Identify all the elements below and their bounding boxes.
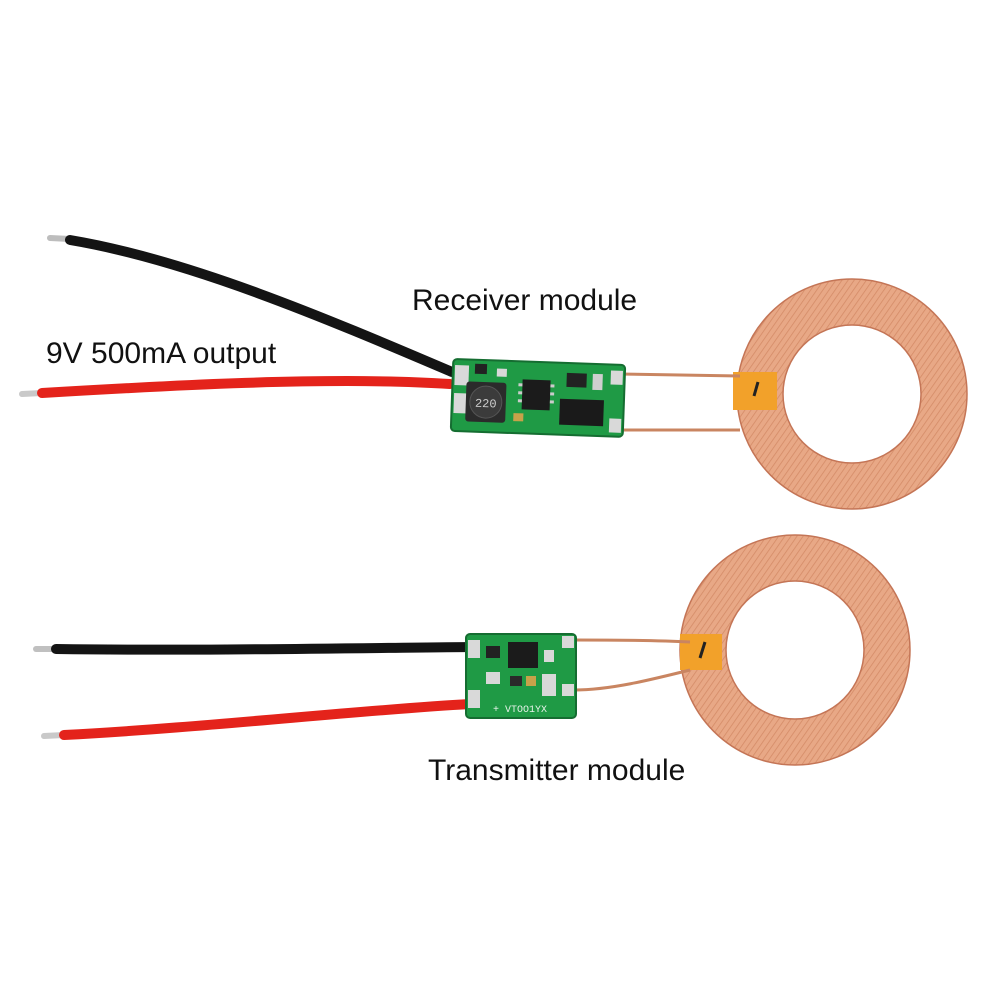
transmitter-module-label: Transmitter module — [428, 754, 686, 787]
receiver-coil — [733, 278, 968, 510]
transmitter-ic-chip — [508, 642, 538, 668]
transmitter-coil-leads — [573, 638, 691, 692]
transmitter-red-wire — [41, 699, 475, 740]
receiver-red-wire — [19, 376, 455, 398]
receiver-coil-leads — [617, 372, 741, 432]
receiver-black-wire — [47, 235, 457, 377]
output-spec-label: 9V 500mA output — [46, 337, 277, 370]
inductor-marking: 220 — [475, 397, 497, 412]
receiver-pcb: 220 — [449, 358, 627, 438]
inductor: 220 — [465, 381, 507, 423]
ic-chip — [521, 379, 551, 411]
transmitter-black-wire — [33, 642, 475, 655]
transmitter-pcb: + VTOO1YX — [465, 633, 577, 719]
transmitter-coil — [679, 534, 911, 766]
receiver-module-label: Receiver module — [412, 284, 638, 317]
transmitter-board-marking: + VTOO1YX — [493, 705, 547, 716]
